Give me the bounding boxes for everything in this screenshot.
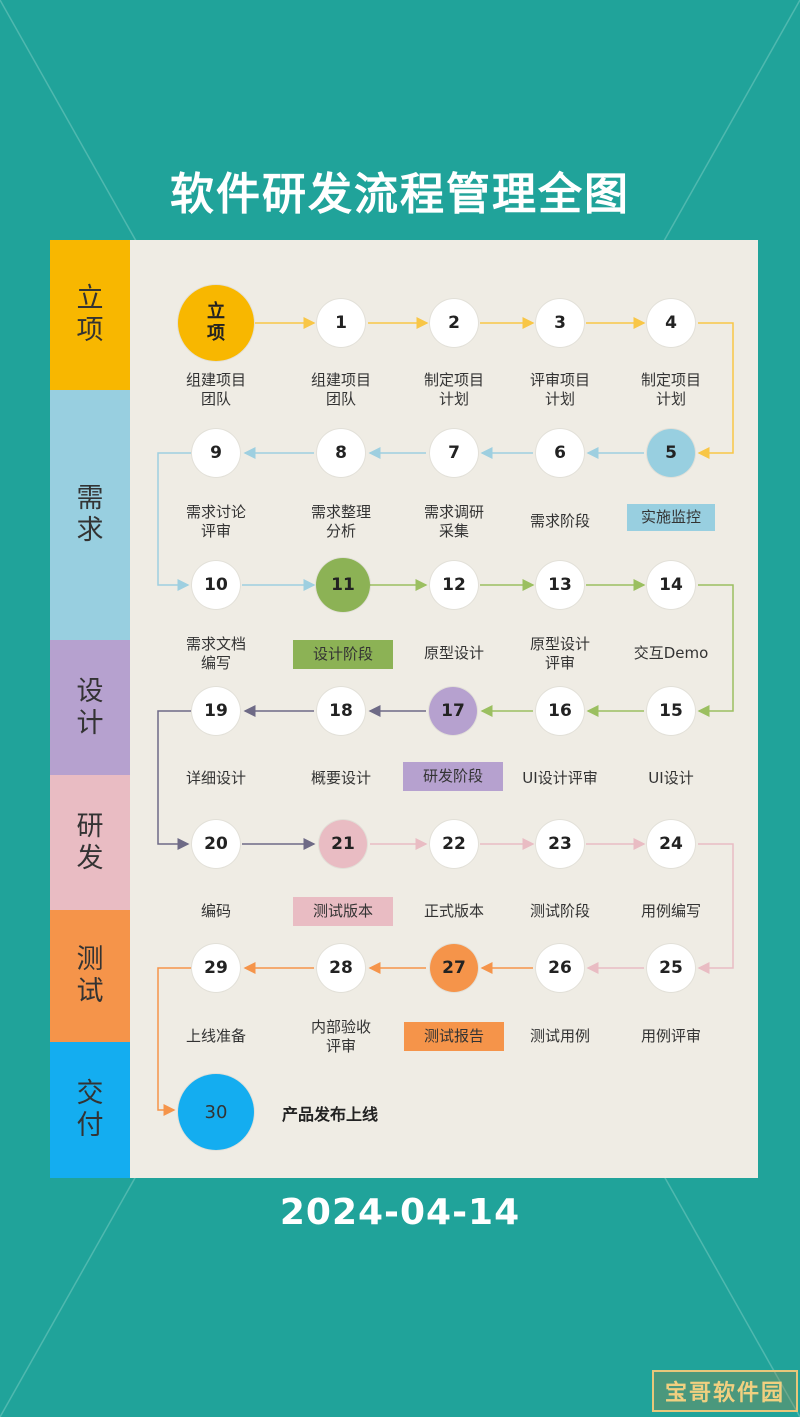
- label-4: 制定项目计划: [640, 371, 701, 408]
- label-24: 用例编写: [640, 902, 701, 920]
- label-5-badge: 实施监控: [626, 504, 716, 531]
- label-3: 评审项目计划: [529, 371, 590, 408]
- node-22: 22: [430, 820, 478, 868]
- label-9: 需求讨论评审: [185, 503, 246, 540]
- label-11-badge: 设计阶段: [292, 640, 394, 669]
- arrow-14-15: [697, 584, 734, 717]
- label-27-badge: 测试报告: [403, 1022, 505, 1051]
- node-17: 17: [429, 687, 477, 735]
- node-19: 19: [192, 687, 240, 735]
- node-start: 立项: [178, 285, 254, 361]
- label-23: 测试阶段: [529, 902, 590, 920]
- node-12: 12: [430, 561, 478, 609]
- node-8: 8: [317, 429, 365, 477]
- node-5: 5: [647, 429, 695, 477]
- label-6: 需求阶段: [529, 512, 590, 530]
- node-21: 21: [319, 820, 367, 868]
- label-28: 内部验收评审: [310, 1018, 371, 1055]
- node-27: 27: [430, 944, 478, 992]
- node-2: 2: [430, 299, 478, 347]
- node-28: 28: [317, 944, 365, 992]
- node-1: 1: [317, 299, 365, 347]
- node-13: 13: [536, 561, 584, 609]
- label-25: 用例评审: [640, 1027, 701, 1045]
- arrow-24-25: [697, 843, 734, 974]
- label-1: 组建项目团队: [310, 371, 371, 408]
- stage-sheji: 设计: [50, 640, 130, 775]
- label-17-badge: 研发阶段: [402, 762, 504, 791]
- node-7: 7: [430, 429, 478, 477]
- label-26: 测试用例: [529, 1027, 590, 1045]
- label-8: 需求整理分析: [310, 503, 371, 540]
- node-29: 29: [192, 944, 240, 992]
- node-10: 10: [192, 561, 240, 609]
- node-24: 24: [647, 820, 695, 868]
- label-22: 正式版本: [423, 902, 484, 920]
- node-6: 6: [536, 429, 584, 477]
- stage-ceshi: 测试: [50, 910, 130, 1042]
- node-30: 30: [178, 1074, 254, 1150]
- label-start: 组建项目团队: [185, 371, 246, 408]
- label-30: 产品发布上线: [282, 1105, 379, 1124]
- node-25: 25: [647, 944, 695, 992]
- node-9: 9: [192, 429, 240, 477]
- node-16: 16: [536, 687, 584, 735]
- node-3: 3: [536, 299, 584, 347]
- arrow-4-5: [697, 322, 734, 459]
- stage-xuqiu: 需求: [50, 390, 130, 640]
- arrow-29-30: [157, 967, 191, 1116]
- label-16: UI设计评审: [522, 769, 598, 787]
- label-14: 交互Demo: [633, 644, 709, 662]
- arrow-9-10: [157, 452, 191, 591]
- date-text: 2024-04-14: [279, 1192, 521, 1233]
- label-18: 概要设计: [310, 769, 371, 787]
- node-18: 18: [317, 687, 365, 735]
- label-15: UI设计: [648, 769, 694, 787]
- label-10: 需求文档编写: [185, 635, 246, 672]
- watermark-logo: 宝哥软件园: [652, 1370, 798, 1412]
- label-7: 需求调研采集: [423, 503, 484, 540]
- label-13: 原型设计评审: [529, 635, 590, 672]
- arrow-19-20: [157, 710, 191, 850]
- label-20: 编码: [200, 902, 231, 920]
- stage-jiaofu: 交付: [50, 1042, 130, 1178]
- label-12: 原型设计: [423, 644, 484, 662]
- label-19: 详细设计: [185, 769, 246, 787]
- label-21-badge: 测试版本: [292, 897, 394, 926]
- node-14: 14: [647, 561, 695, 609]
- node-15: 15: [647, 687, 695, 735]
- node-20: 20: [192, 820, 240, 868]
- node-11: 11: [316, 558, 370, 612]
- node-4: 4: [647, 299, 695, 347]
- label-29: 上线准备: [185, 1027, 246, 1045]
- node-26: 26: [536, 944, 584, 992]
- node-23: 23: [536, 820, 584, 868]
- page-title: 软件研发流程管理全图: [170, 169, 630, 220]
- label-2: 制定项目计划: [423, 371, 484, 408]
- stage-lixiang: 立项: [50, 240, 130, 390]
- stage-yanfa: 研发: [50, 775, 130, 910]
